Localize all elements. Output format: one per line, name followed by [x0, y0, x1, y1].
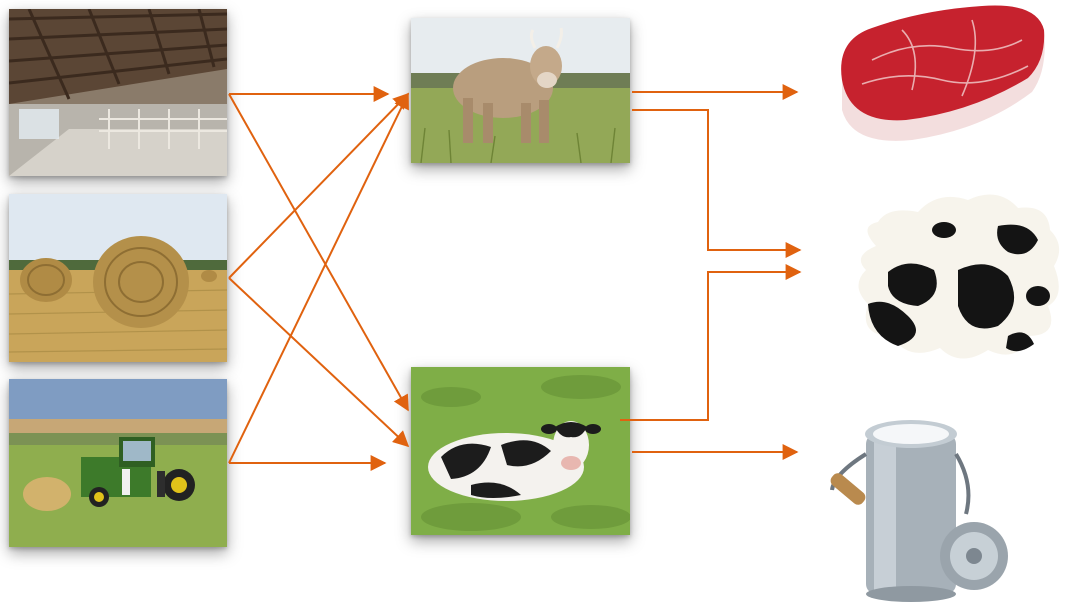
hay-bales-photo: [9, 194, 227, 362]
brown-cow-photo: [411, 18, 630, 163]
arrow-hay-to-brown-cow: [228, 92, 410, 279]
arrow-tractor-to-brown-cow: [228, 92, 409, 464]
barn-photo: [9, 9, 227, 176]
tractor-photo: [9, 379, 227, 547]
arrow-barn-to-holstein-cow: [228, 93, 409, 412]
black-white-cow-photo: [411, 367, 630, 535]
arrow-hay-to-holstein-cow: [228, 277, 410, 448]
steak-icon: [832, 0, 1047, 146]
arrow-holstein-cow-to-hide: [620, 264, 802, 421]
arrow-brown-cow-to-hide: [632, 109, 802, 258]
milk-can-icon: [824, 404, 1012, 602]
cowhide-icon: [848, 186, 1068, 370]
